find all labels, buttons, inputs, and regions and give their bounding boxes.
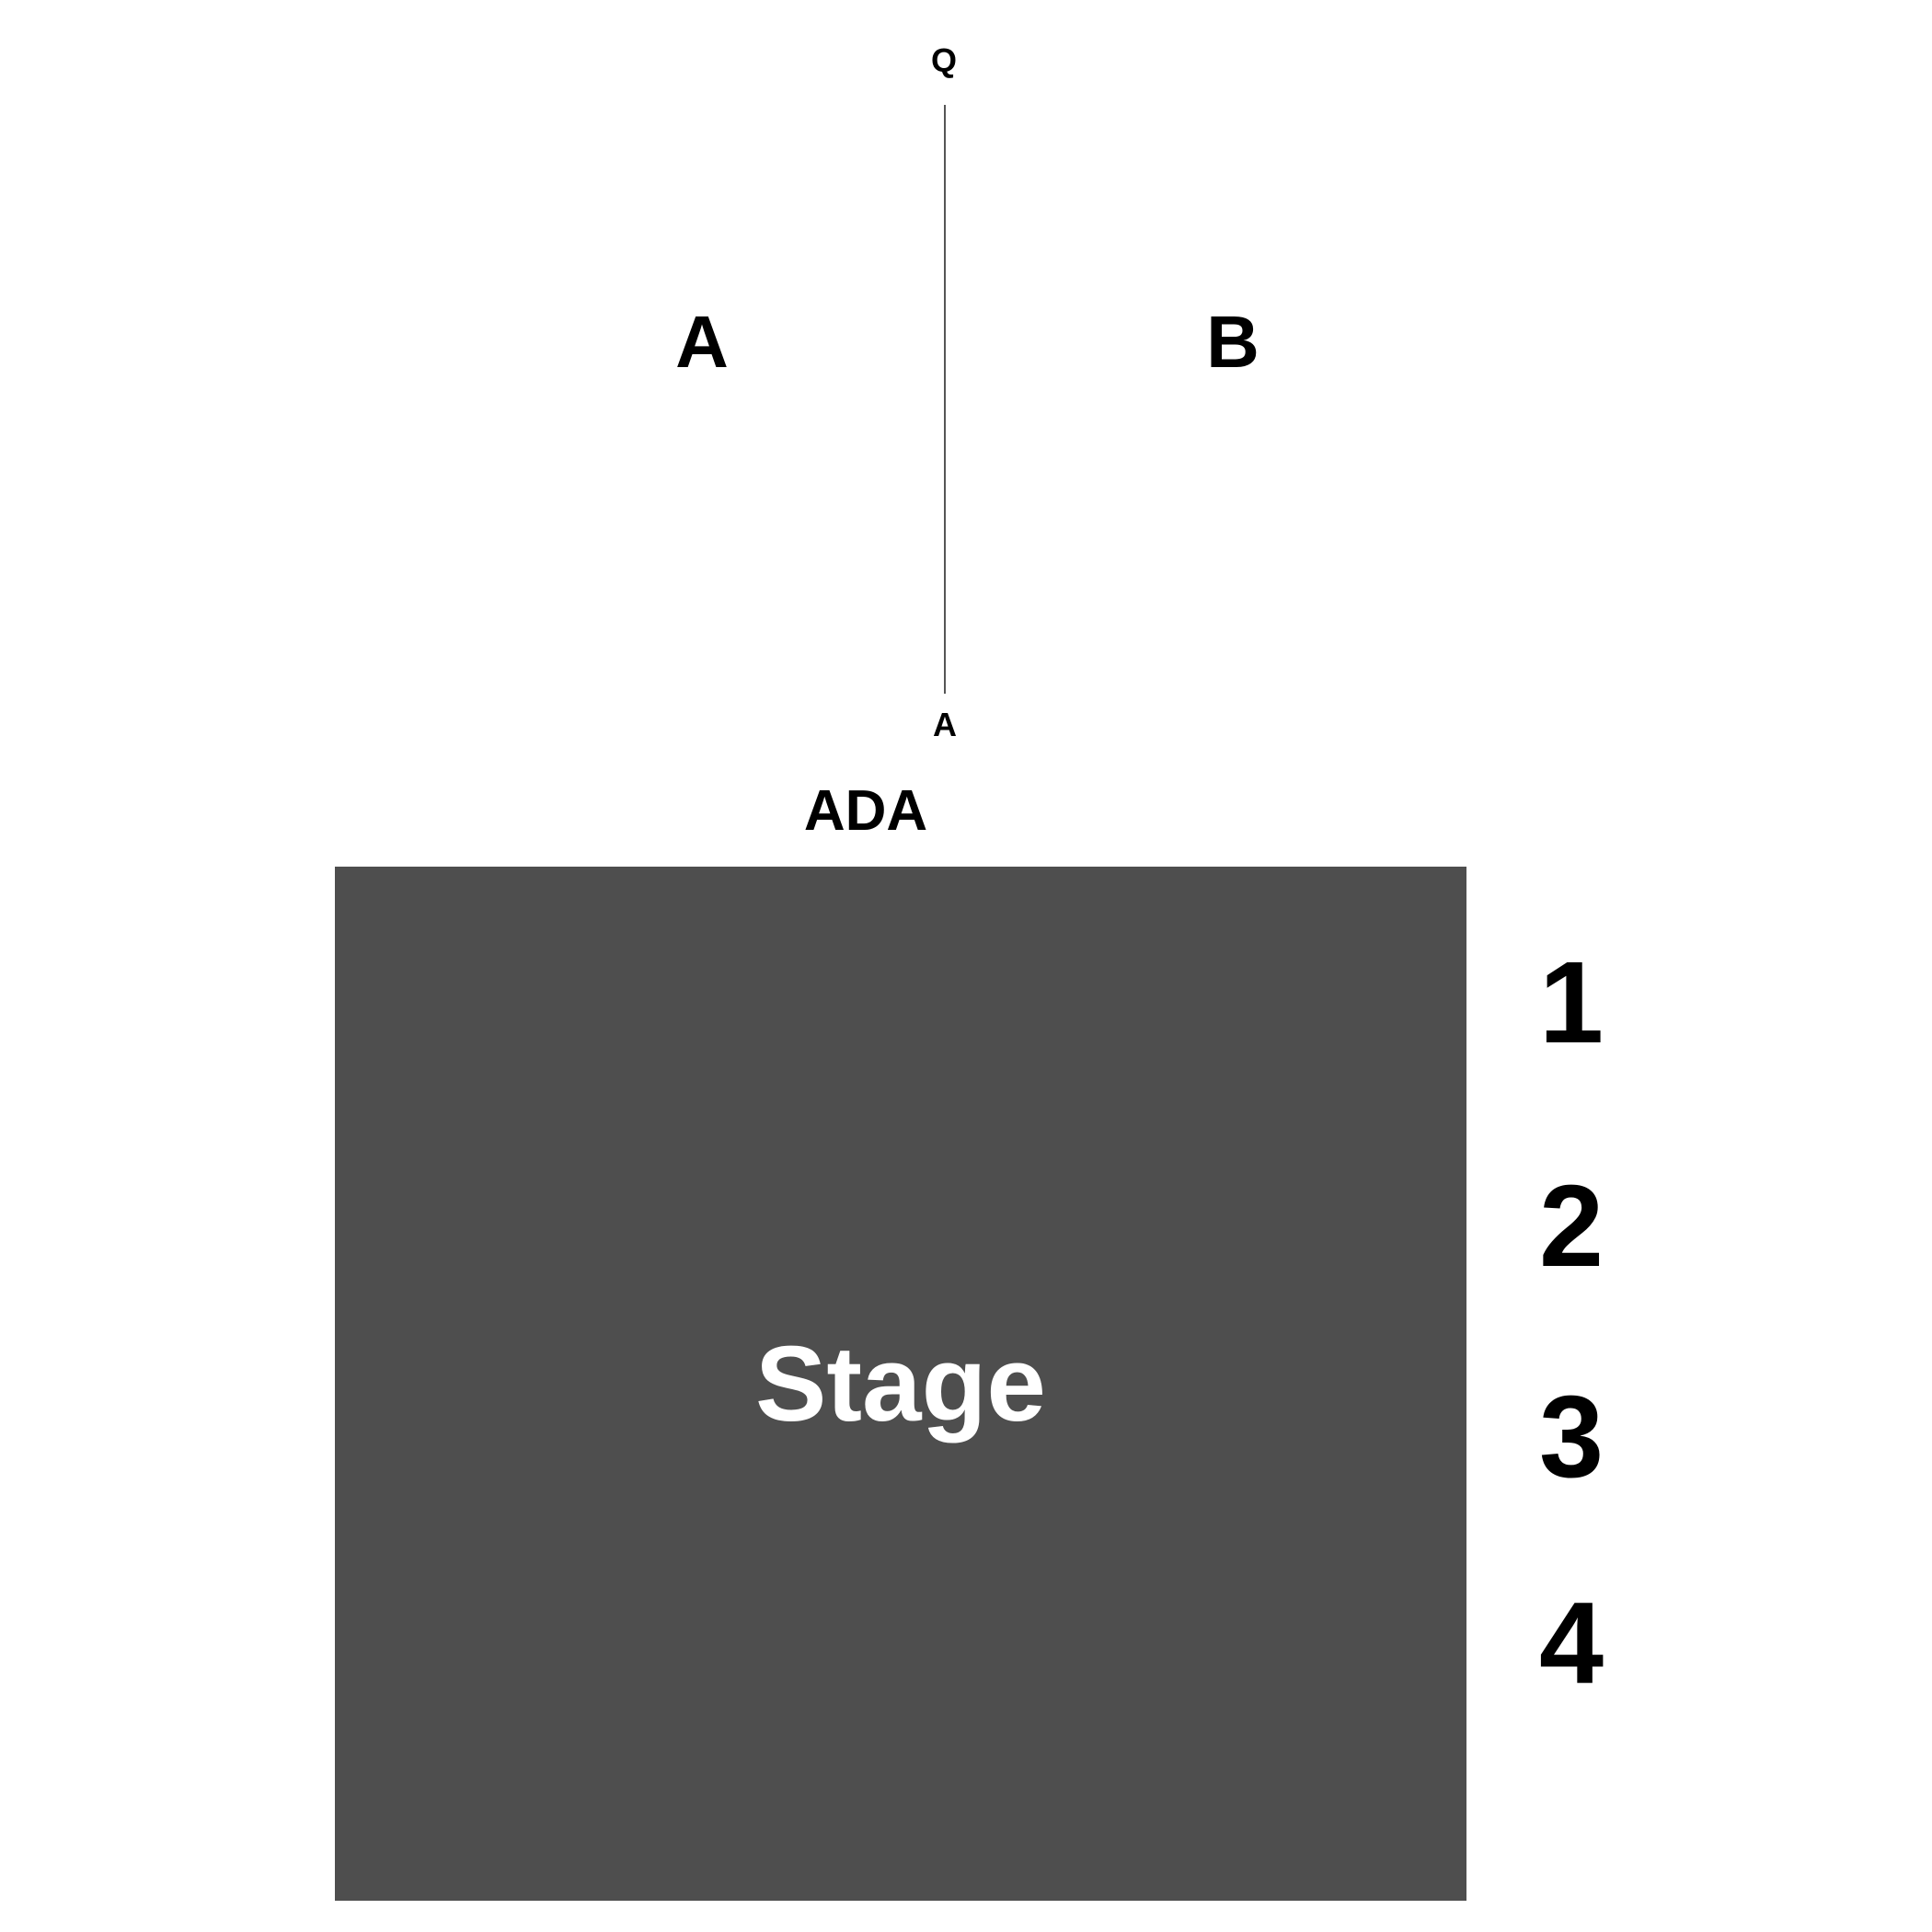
stage-label: Stage [755,1324,1046,1443]
ada-seating-label[interactable]: ADA [803,779,928,843]
stage-area: Stage [335,867,1466,1901]
section-a-label[interactable]: A [675,301,729,383]
section-b-label[interactable]: B [1206,301,1259,383]
aisle-marker-label: A [933,706,957,743]
row-number-3[interactable]: 3 [1538,1372,1604,1501]
row-number-1[interactable]: 1 [1538,937,1604,1067]
top-marker-label: Q [930,41,958,79]
row-number-2[interactable]: 2 [1538,1161,1604,1291]
row-number-4[interactable]: 4 [1538,1578,1604,1708]
aisle-divider-line [944,105,946,694]
